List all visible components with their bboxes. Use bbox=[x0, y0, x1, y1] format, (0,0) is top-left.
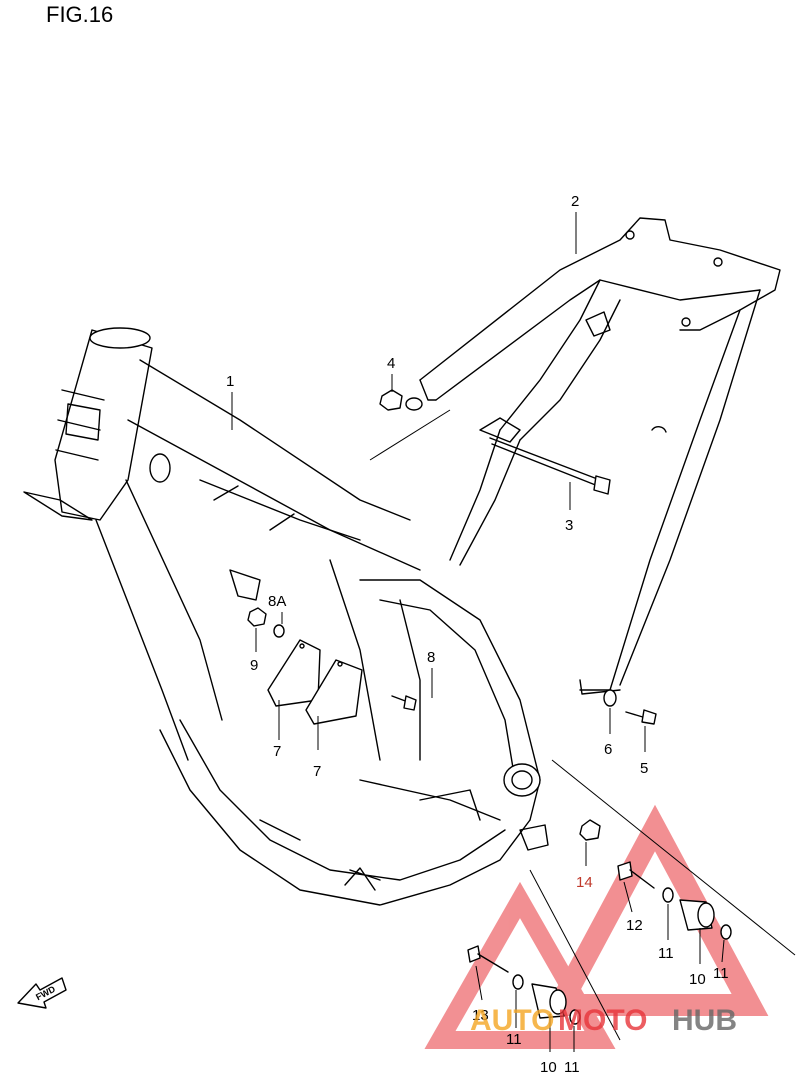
callout-11-c: 11 bbox=[506, 1031, 522, 1048]
callout-14: 14 bbox=[576, 874, 593, 891]
callout-5: 5 bbox=[640, 760, 648, 777]
nut-9 bbox=[247, 607, 267, 627]
callout-4: 4 bbox=[387, 355, 395, 372]
collar-10-b bbox=[531, 983, 567, 1019]
callout-7-a: 7 bbox=[273, 743, 281, 760]
washer-11-b bbox=[720, 924, 732, 940]
bolt-5 bbox=[625, 709, 657, 725]
watermark-moto: MOTO bbox=[558, 1004, 647, 1037]
callout-6: 6 bbox=[604, 741, 612, 758]
callout-8a: 8A bbox=[268, 593, 286, 610]
guide-lines bbox=[369, 409, 796, 1041]
callout-2: 2 bbox=[571, 193, 579, 210]
washer-6 bbox=[603, 689, 617, 707]
callout-8: 8 bbox=[427, 649, 435, 666]
watermark-hub: HUB bbox=[672, 1004, 737, 1037]
callout-11-d: 11 bbox=[564, 1059, 580, 1076]
callout-12: 12 bbox=[626, 917, 643, 934]
fwd-arrow-badge: FWD bbox=[17, 977, 67, 1009]
figure-title: FIG.16 bbox=[46, 2, 114, 27]
callout-11-b: 11 bbox=[713, 965, 729, 982]
callout-1: 1 bbox=[226, 373, 234, 390]
callout-3: 3 bbox=[565, 517, 573, 534]
callout-11-a: 11 bbox=[658, 945, 674, 962]
bolt-12 bbox=[617, 861, 655, 889]
watermark-text: AUTO MOTO HUB bbox=[470, 1004, 737, 1037]
washer-11-d bbox=[569, 1009, 581, 1025]
callout-7-b: 7 bbox=[313, 763, 321, 780]
washer-11-c bbox=[512, 974, 524, 990]
nut-14 bbox=[579, 819, 601, 841]
callout-13: 13 bbox=[472, 1007, 489, 1024]
bolt-8 bbox=[391, 695, 417, 711]
collar-10-a bbox=[679, 899, 715, 931]
washer-8a bbox=[273, 624, 285, 638]
bolt-13 bbox=[467, 945, 509, 973]
callout-10-b: 10 bbox=[540, 1059, 557, 1076]
leader-lines bbox=[231, 212, 725, 1052]
rear-subframe bbox=[419, 217, 781, 695]
bolt-3 bbox=[489, 437, 611, 495]
callouts: 1 2 3 4 5 6 7 7 8 8A 9 10 10 11 11 11 11… bbox=[226, 193, 729, 1076]
washer-11-a bbox=[662, 887, 674, 903]
callout-10-a: 10 bbox=[689, 971, 706, 988]
callout-9: 9 bbox=[250, 657, 258, 674]
nut-4 bbox=[379, 389, 423, 411]
watermark-auto: AUTO bbox=[470, 1004, 554, 1037]
main-frame bbox=[23, 327, 549, 906]
